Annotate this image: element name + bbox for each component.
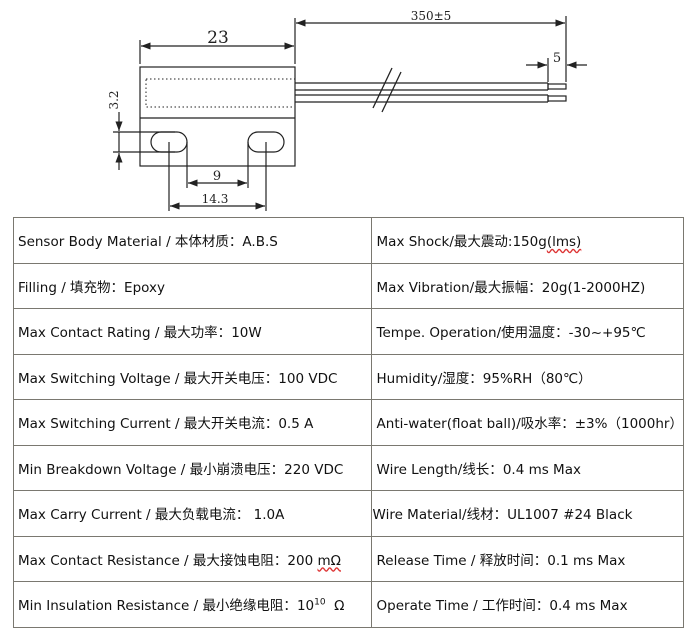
spec-cell-right: Wire Material/线材：UL1007 #24 Black	[370, 490, 685, 537]
spec-exponent: 10	[314, 597, 326, 608]
spec-label-cn: 工作时间：	[481, 598, 550, 615]
spec-label-cn: 线材：	[466, 507, 508, 524]
spec-label: Anti-water(float ball)/	[376, 416, 521, 433]
spec-label-cn: 最大振幅：	[474, 279, 542, 296]
spec-value: ±3%（1000hr）	[574, 416, 683, 433]
spec-label: Max Contact Rating /	[18, 325, 164, 342]
spec-value: 0.5 A	[278, 416, 314, 433]
spec-value: UL1007 #24 Black	[507, 507, 633, 524]
spec-label-cn: 吸水率：	[520, 416, 575, 433]
spec-label-cn: 填充物：	[70, 279, 125, 296]
spec-label: Tempe. Operation/	[376, 325, 502, 342]
spec-cell-left: Min Breakdown Voltage / 最小崩溃电压：220 VDC	[13, 444, 372, 491]
spec-label: Max Carry Current /	[18, 507, 155, 524]
spec-label-cn: 最大开关电压：	[183, 370, 279, 387]
potting-area	[145, 78, 296, 108]
spec-label-cn: 最小崩溃电压：	[189, 461, 285, 478]
spec-cell-left: Min Insulation Resistance / 最小绝缘电阻：1010 …	[13, 581, 372, 628]
spec-cell-left: Max Carry Current / 最大负载电流： 1.0A	[13, 490, 372, 537]
spec-label: Max Switching Current /	[18, 416, 184, 433]
spec-cell-left: Max Switching Voltage / 最大开关电压：100 VDC	[13, 353, 372, 400]
lead-wires	[295, 67, 567, 113]
table-row: Min Insulation Resistance / 最小绝缘电阻：1010 …	[13, 581, 685, 628]
spec-cell-right: Anti-water(float ball)/吸水率：±3%（1000hr）	[370, 399, 685, 446]
dim-strip-length-label: 5	[553, 51, 561, 66]
spec-label: Max Vibration/	[376, 279, 475, 296]
sensor-body	[139, 66, 296, 167]
dim-hole-pitch-label: 14.3	[202, 192, 229, 206]
spec-value: 1.0A	[249, 507, 285, 524]
spec-label: Min Breakdown Voltage /	[18, 461, 190, 478]
spec-label-cn: 最小绝缘电阻：	[202, 598, 297, 615]
spec-value-flagged: (lms)	[546, 234, 582, 251]
spec-label-cn: 释放时间：	[479, 552, 548, 569]
spec-label: Filling /	[18, 279, 71, 296]
spec-cell-right: Max Shock/最大震动:150g(lms)	[370, 217, 685, 264]
spec-value: 0.1 ms Max	[547, 552, 626, 569]
spec-cell-right: Release Time / 释放时间：0.1 ms Max	[370, 535, 685, 582]
spec-label-cn: 本体材质：	[174, 234, 243, 251]
spec-value: 0.4 ms Max	[502, 461, 581, 478]
spec-cell-left: Sensor Body Material / 本体材质：A.B.S	[13, 217, 372, 264]
spec-label-cn: 最大震动:	[453, 234, 513, 251]
spec-value: Epoxy	[124, 279, 165, 296]
spec-label: Max Switching Voltage /	[18, 370, 184, 387]
spec-cell-right: Humidity/湿度：95%RH（80℃）	[370, 353, 685, 400]
spec-value: 100 VDC	[278, 370, 338, 387]
spec-label: Humidity/	[376, 370, 443, 387]
spec-unit: Ω	[325, 598, 345, 615]
spec-value: 20g(1-2000HZ)	[541, 279, 646, 296]
spec-value: A.B.S	[242, 234, 278, 251]
spec-cell-left: Max Contact Resistance / 最大接蚀电阻：200 mΩ	[13, 535, 372, 582]
spec-value: 150g	[512, 234, 547, 251]
dim-hole-gap-label: 9	[213, 169, 221, 184]
spec-label-cn: 湿度：	[442, 370, 483, 387]
spec-label-cn: 最大负载电流：	[154, 507, 250, 524]
spec-label: Max Shock/	[376, 234, 454, 251]
spec-cell-right: Tempe. Operation/使用温度：-30~+95℃	[370, 308, 685, 355]
spec-label-cn: 最大开关电流：	[183, 416, 279, 433]
spec-label-cn: 线长：	[462, 461, 503, 478]
dimension-drawing: 23 350±5 5 3.2 9 14.3	[107, 9, 587, 211]
spec-value: 10W	[231, 325, 262, 342]
spec-label: Min Insulation Resistance /	[18, 598, 203, 615]
spec-cell-right: Wire Length/线长：0.4 ms Max	[370, 444, 685, 491]
spec-label: Release Time /	[376, 552, 480, 569]
spec-label-cn: 使用温度：	[501, 325, 569, 342]
spec-value: 0.4 ms Max	[549, 598, 628, 615]
spec-value: 200	[287, 552, 318, 569]
spec-value-flagged: mΩ	[317, 552, 341, 569]
spec-value: -30~+95℃	[568, 325, 646, 342]
spec-label: Sensor Body Material /	[18, 234, 175, 251]
dim-height-label: 3.2	[107, 90, 121, 109]
spec-value: 95%RH（80℃）	[482, 370, 592, 387]
spec-label-cn: 最大功率：	[163, 325, 232, 342]
spec-label: Operate Time /	[376, 598, 482, 615]
spec-value: 220 VDC	[284, 461, 344, 478]
spec-cell-right: Operate Time / 工作时间：0.4 ms Max	[370, 581, 685, 628]
dim-wire-length-label: 350±5	[411, 9, 452, 23]
spec-label: Wire Material/	[372, 507, 467, 524]
dim-width-label: 23	[207, 28, 229, 48]
spec-label-cn: 最大接蚀电阻：	[192, 552, 288, 569]
spec-cell-left: Max Switching Current / 最大开关电流：0.5 A	[13, 399, 372, 446]
spec-cell-right: Max Vibration/最大振幅：20g(1-2000HZ)	[370, 262, 685, 309]
spec-cell-left: Max Contact Rating / 最大功率：10W	[13, 308, 372, 355]
spec-label: Wire Length/	[376, 461, 463, 478]
spec-value: 10	[296, 598, 315, 615]
spec-cell-left: Filling / 填充物：Epoxy	[13, 262, 372, 309]
spec-label: Max Contact Resistance /	[18, 552, 193, 569]
